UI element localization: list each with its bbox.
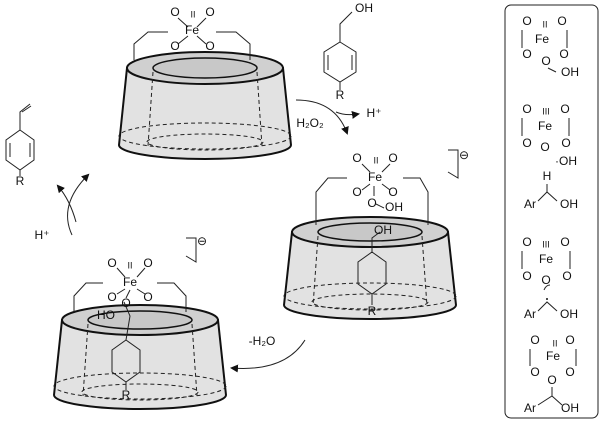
atom-o: O <box>388 185 397 199</box>
atom-o: O <box>530 365 539 379</box>
aryl-label: Ar <box>524 197 536 211</box>
step-3-arrow: H⁺ <box>35 173 90 242</box>
oxidation-state: II <box>190 9 195 19</box>
atom-o: O <box>530 333 539 347</box>
oxidation-state: III <box>542 106 550 116</box>
peroxo-o: O <box>367 196 376 210</box>
atom-o: O <box>352 151 361 165</box>
atom-fe: Fe <box>123 275 137 289</box>
mechanism-step-4: O II O Fe O O O Ar OH <box>524 333 579 415</box>
atom-o: O <box>170 5 179 19</box>
atom-o: O <box>522 102 531 116</box>
oxidation-state: II <box>127 260 132 270</box>
atom-fe: Fe <box>535 32 549 46</box>
atom-o: O <box>561 136 570 150</box>
benzyl-alcohol: OH R <box>323 1 373 102</box>
mechanism-step-3: O III O Fe O O O Ar OH <box>521 235 578 321</box>
atom-o: O <box>522 269 531 283</box>
r-group-label: R <box>16 174 25 188</box>
hydroxyl-label: OH <box>560 197 578 211</box>
r-group-label: R <box>122 388 131 402</box>
atom-o: O <box>560 102 569 116</box>
atom-o: O <box>540 140 549 154</box>
atom-o: O <box>541 54 550 68</box>
peroxo-oh: OH <box>385 200 403 214</box>
hydroxyl-label: OH <box>561 401 579 415</box>
water-loss-label: -H₂O <box>249 334 276 348</box>
atom-o: O <box>205 5 214 19</box>
r-group-label: R <box>368 304 377 318</box>
r-group-label: R <box>336 88 345 102</box>
atom-o: O <box>562 269 571 283</box>
negative-charge: ⊖ <box>459 148 469 162</box>
inner-hydroxyl: OH <box>374 223 392 237</box>
aryl-label: Ar <box>524 401 536 415</box>
aryl-label: Ar <box>524 307 536 321</box>
atom-o: O <box>522 14 531 28</box>
hydroxyl-label: OH <box>355 1 373 15</box>
atom-o: O <box>352 185 361 199</box>
atom-o: O <box>522 47 531 61</box>
cyclodextrin-left: HO R <box>52 267 228 410</box>
atom-o: O <box>541 273 550 287</box>
hydroxyl-radical: ·OH <box>555 154 577 168</box>
negative-charge: ⊖ <box>197 234 207 248</box>
hydroxyl-label: OH <box>561 65 579 79</box>
oxidation-state: II <box>542 19 547 29</box>
step-2-arrow: -H₂O <box>230 334 306 373</box>
oxidation-state: II <box>373 155 378 165</box>
atom-fe: Fe <box>538 119 552 133</box>
proton-released: H⁺ <box>35 228 50 242</box>
atom-o: O <box>560 235 569 249</box>
atom-o: O <box>107 290 116 304</box>
hydroxyl-label: HO <box>97 308 115 322</box>
atom-o: O <box>107 256 116 270</box>
atom-fe: Fe <box>546 349 560 363</box>
mechanism-panel: O II O Fe O O O OH O III O Fe O O O ·OH … <box>504 4 599 419</box>
atom-o: O <box>143 256 152 270</box>
atom-h: H <box>543 169 552 183</box>
atom-o: O <box>522 136 531 150</box>
atom-o: O <box>565 365 574 379</box>
mechanism-step-1: O II O Fe O O O OH <box>521 14 579 79</box>
fe-complex-right: O II O Fe O O O OH ⊖ <box>352 148 469 214</box>
oxidation-state: II <box>552 338 557 348</box>
atom-o: O <box>205 39 214 53</box>
oxidation-state: III <box>542 239 550 249</box>
atom-fe: Fe <box>539 252 553 266</box>
fe-complex-left: O II O Fe O O O ⊖ <box>107 234 207 310</box>
atom-o: O <box>143 290 152 304</box>
proton-released: H⁺ <box>367 106 382 120</box>
atom-o: O <box>557 14 566 28</box>
reagent-h2o2: H₂O₂ <box>296 116 324 130</box>
cyclodextrin-right: OH R <box>282 163 458 320</box>
atom-o: O <box>547 373 556 387</box>
atom-o: O <box>559 47 568 61</box>
cyclodextrin-top <box>117 17 293 160</box>
atom-o: O <box>170 39 179 53</box>
fe-complex-top: O II O Fe O O <box>170 5 214 53</box>
axial-o: O <box>121 296 130 310</box>
step-1-arrow: H₂O₂ H⁺ <box>295 99 382 135</box>
atom-fe: Fe <box>368 170 382 184</box>
atom-o: O <box>388 151 397 165</box>
atom-fe: Fe <box>185 23 199 37</box>
mechanism-step-2: O III O Fe O O O ·OH H Ar OH <box>521 102 578 211</box>
atom-o: O <box>522 235 531 249</box>
atom-o: O <box>565 333 574 347</box>
benzaldehyde: R <box>5 103 35 188</box>
hydroxyl-label: OH <box>560 307 578 321</box>
